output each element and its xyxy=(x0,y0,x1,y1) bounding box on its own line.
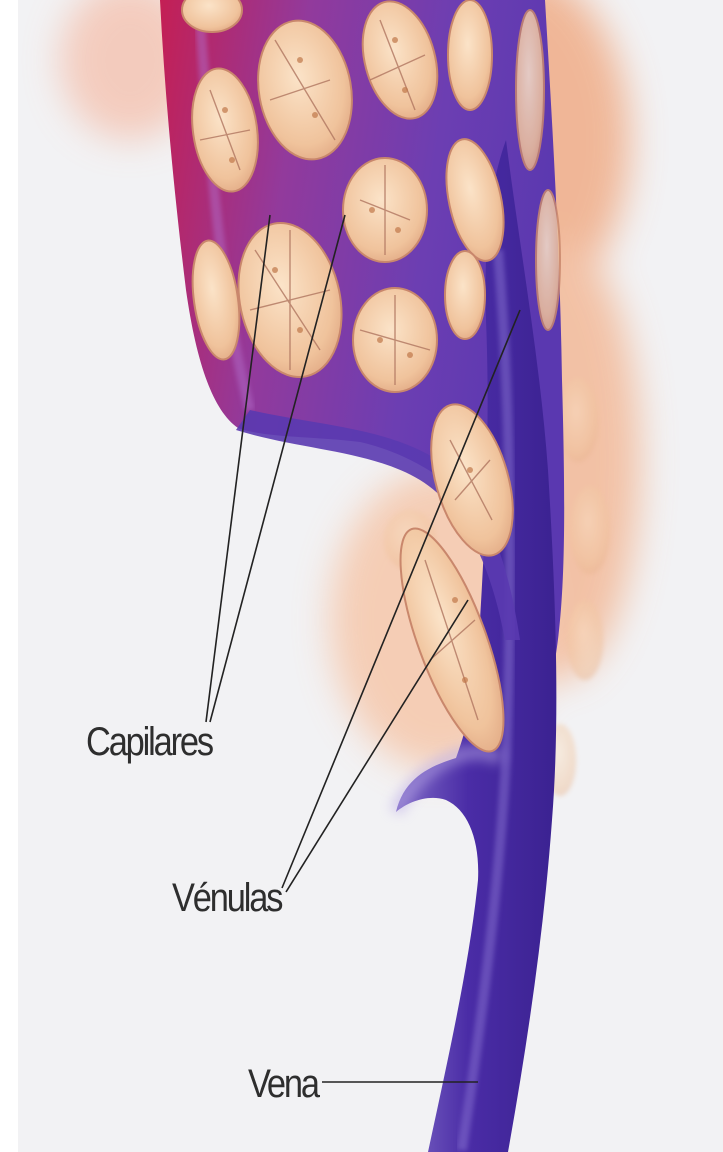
label-capillaries: Capilares xyxy=(86,722,212,762)
label-vein: Vena xyxy=(248,1064,318,1104)
label-venules: Vénulas xyxy=(172,878,281,918)
